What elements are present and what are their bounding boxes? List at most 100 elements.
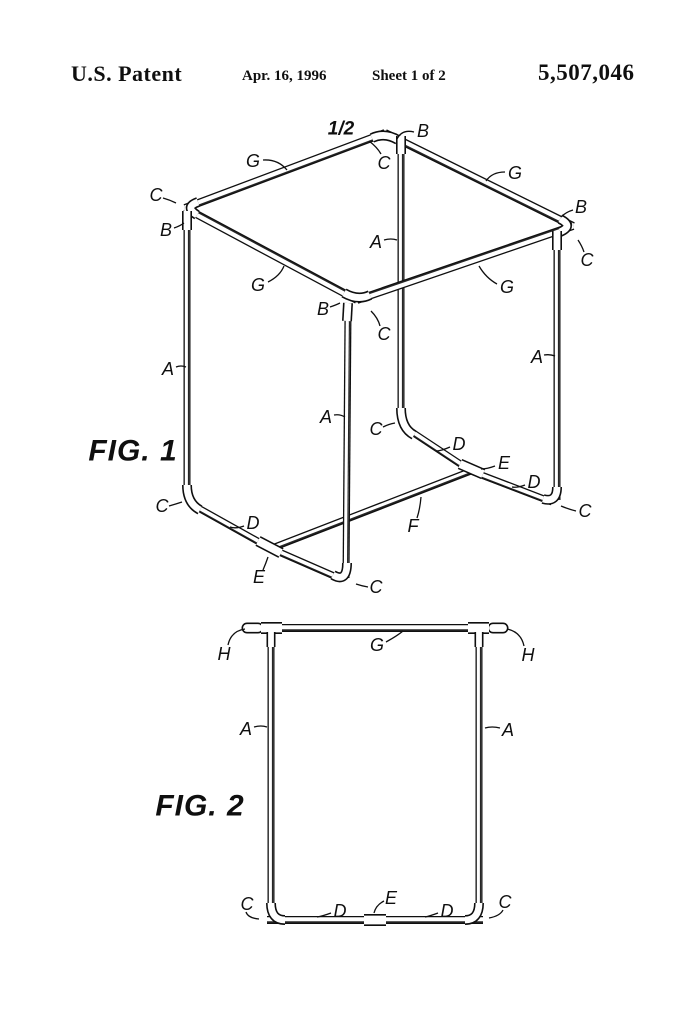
part-reference-label: G	[251, 275, 265, 295]
part-reference-label: B	[160, 220, 172, 240]
pipe-shading	[268, 549, 341, 583]
part-reference-label: B	[575, 197, 587, 217]
pipe-shading	[469, 472, 552, 506]
part-reference-label: E	[498, 453, 511, 473]
pipe-fill	[187, 198, 200, 218]
pipe-fill	[269, 545, 342, 582]
figure-caption: FIG. 1	[88, 435, 177, 468]
label-leader-line	[543, 354, 556, 357]
part-reference-label: G	[370, 635, 384, 655]
part-reference-label: D	[247, 513, 260, 533]
part-reference-label: C	[579, 501, 593, 521]
part-reference-label: A	[319, 407, 332, 427]
label-leader-line	[478, 265, 498, 285]
part-reference-label: E	[253, 567, 266, 587]
part-reference-label: A	[161, 359, 174, 379]
label-leader-line	[385, 630, 404, 643]
label-leader-line	[267, 265, 285, 283]
label-leader-line	[435, 446, 451, 452]
part-reference-label: B	[417, 121, 429, 141]
label-leader-line	[382, 422, 396, 428]
pipe-fill	[464, 902, 483, 924]
pipe-fill	[184, 130, 386, 211]
label-leader-line	[506, 628, 525, 647]
label-leader-line	[424, 912, 439, 918]
label-leader-line	[329, 302, 341, 308]
part-reference-label: D	[528, 472, 541, 492]
label-leader-line	[511, 484, 526, 488]
part-reference-label: C	[370, 577, 384, 597]
pipe-fill	[343, 311, 351, 579]
label-leader-line	[355, 583, 369, 588]
pipe-shading	[191, 506, 270, 551]
pipe-fill	[271, 468, 472, 551]
pipe-fill	[343, 302, 352, 322]
label-leader-line	[333, 414, 346, 418]
issue-date: Apr. 16, 1996	[242, 68, 327, 84]
part-reference-label: F	[408, 516, 420, 536]
pipe-fill	[470, 468, 553, 505]
part-reference-label: C	[499, 892, 513, 912]
label-leader-line	[245, 911, 260, 920]
label-leader-line	[383, 238, 398, 241]
pipe-shading	[185, 204, 359, 299]
label-leader-line	[373, 900, 385, 914]
pipe-shading	[185, 134, 387, 212]
pipe-fill	[331, 562, 351, 581]
pipe-shading	[346, 311, 351, 579]
label-leader-line	[316, 912, 332, 918]
label-leader-line	[484, 726, 501, 729]
pipe-fill	[191, 503, 272, 550]
label-leader-line	[488, 909, 504, 919]
pipe-fill	[183, 205, 359, 303]
part-reference-label: G	[500, 277, 514, 297]
label-leader-line	[396, 130, 415, 140]
pipe-fill	[397, 407, 416, 438]
label-leader-line	[227, 628, 246, 646]
part-reference-label: A	[501, 720, 514, 740]
part-reference-label: G	[246, 151, 260, 171]
part-reference-label: C	[378, 324, 392, 344]
part-reference-label: C	[156, 496, 170, 516]
patent-office-title: U.S. Patent	[71, 61, 183, 86]
label-leader-line	[253, 725, 268, 728]
pipe-fill	[267, 902, 286, 924]
pipe-fill	[458, 460, 485, 478]
part-reference-label: C	[378, 153, 392, 173]
label-leader-line	[262, 556, 269, 571]
label-leader-line	[368, 140, 382, 155]
label-leader-line	[175, 365, 187, 368]
part-reference-label: H	[218, 644, 232, 664]
part-reference-label: C	[241, 894, 255, 914]
pipe-fill	[542, 486, 561, 504]
label-leader-line	[416, 496, 422, 519]
part-reference-label: D	[453, 434, 466, 454]
sheet-header: U.S. Patent Apr. 16, 1996 Sheet 1 of 2 5…	[0, 0, 697, 100]
label-leader-line	[577, 239, 585, 253]
pipe-shading	[383, 134, 573, 230]
label-leader-line	[229, 525, 245, 529]
label-leader-line	[173, 222, 185, 229]
part-reference-label: A	[239, 719, 252, 739]
pipe-fill	[558, 215, 571, 236]
part-reference-label: A	[530, 347, 543, 367]
pipe-fill	[342, 289, 372, 301]
pipe-fill	[183, 484, 202, 513]
label-leader-line	[370, 310, 381, 327]
part-reference-label: C	[150, 185, 164, 205]
part-reference-label: A	[369, 232, 382, 252]
patent-number: 5,507,046	[538, 60, 635, 85]
part-reference-label: D	[334, 901, 347, 921]
pipe-shading	[270, 472, 471, 552]
pipe-shading	[355, 222, 573, 299]
sheet-number: Sheet 1 of 2	[372, 68, 446, 84]
fraction-note: 1/2	[328, 119, 355, 140]
label-leader-line	[560, 505, 577, 512]
label-leader-line	[262, 159, 288, 171]
label-leader-line	[480, 465, 496, 470]
pipe-fill	[356, 223, 574, 303]
